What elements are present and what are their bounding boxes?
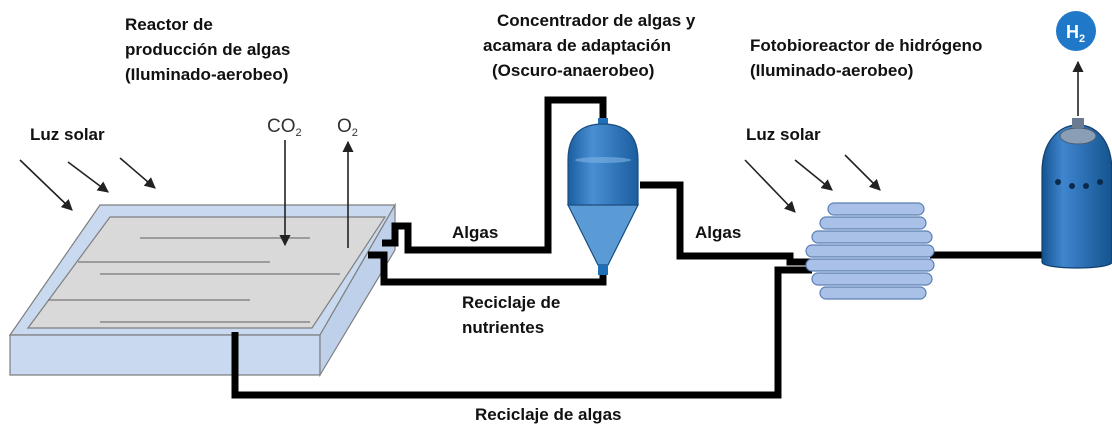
algae-recycle-label: Reciclaje de algas	[475, 405, 621, 424]
photobioreactor-coil	[805, 202, 935, 300]
concentrator-title-line1: Concentrador de algas y	[497, 11, 696, 30]
pipe-network	[231, 96, 1050, 399]
h2-subscript: 2	[1079, 33, 1085, 45]
algae-production-tank	[8, 202, 397, 378]
reactor-title-line2: producción de algas	[125, 40, 290, 59]
concentrator-title-line2: acamara de adaptación	[483, 36, 671, 55]
sunlight-arrows-left	[19, 157, 156, 211]
algae-flow-label-2: Algas	[695, 223, 741, 242]
co2-label: CO	[267, 116, 296, 137]
co2-subscript: 2	[296, 127, 302, 139]
reactor-title-line3: (Iluminado-aerobeo)	[125, 65, 288, 84]
sunlight-arrows-right	[744, 154, 881, 213]
sunlight-label-left: Luz solar	[30, 125, 105, 144]
o2-label: O	[337, 116, 352, 137]
photobioreactor-title-line1: Fotobioreactor de hidrógeno	[750, 36, 982, 55]
h2-badge	[1056, 11, 1096, 51]
concentrator-title-line3: (Oscuro-anaerobeo)	[492, 61, 654, 80]
svg-text:H2: H2	[1066, 22, 1085, 45]
photobioreactor-title-line2: (Iluminado-aerobeo)	[750, 61, 913, 80]
algae-flow-label-1: Algas	[452, 223, 498, 242]
sunlight-label-right: Luz solar	[746, 125, 821, 144]
o2-subscript: 2	[352, 127, 358, 139]
svg-text:O2: O2	[337, 116, 358, 139]
nutrient-recycle-label-line1: Reciclaje de	[462, 293, 560, 312]
nutrient-recycle-label-line2: nutrientes	[462, 318, 544, 337]
reactor-title-line1: Reactor de	[125, 15, 213, 34]
hydrogen-storage-cylinder	[1041, 118, 1112, 269]
h2-symbol: H	[1066, 22, 1079, 42]
svg-text:CO2: CO2	[267, 116, 302, 139]
algae-concentrator-vessel	[567, 118, 639, 275]
